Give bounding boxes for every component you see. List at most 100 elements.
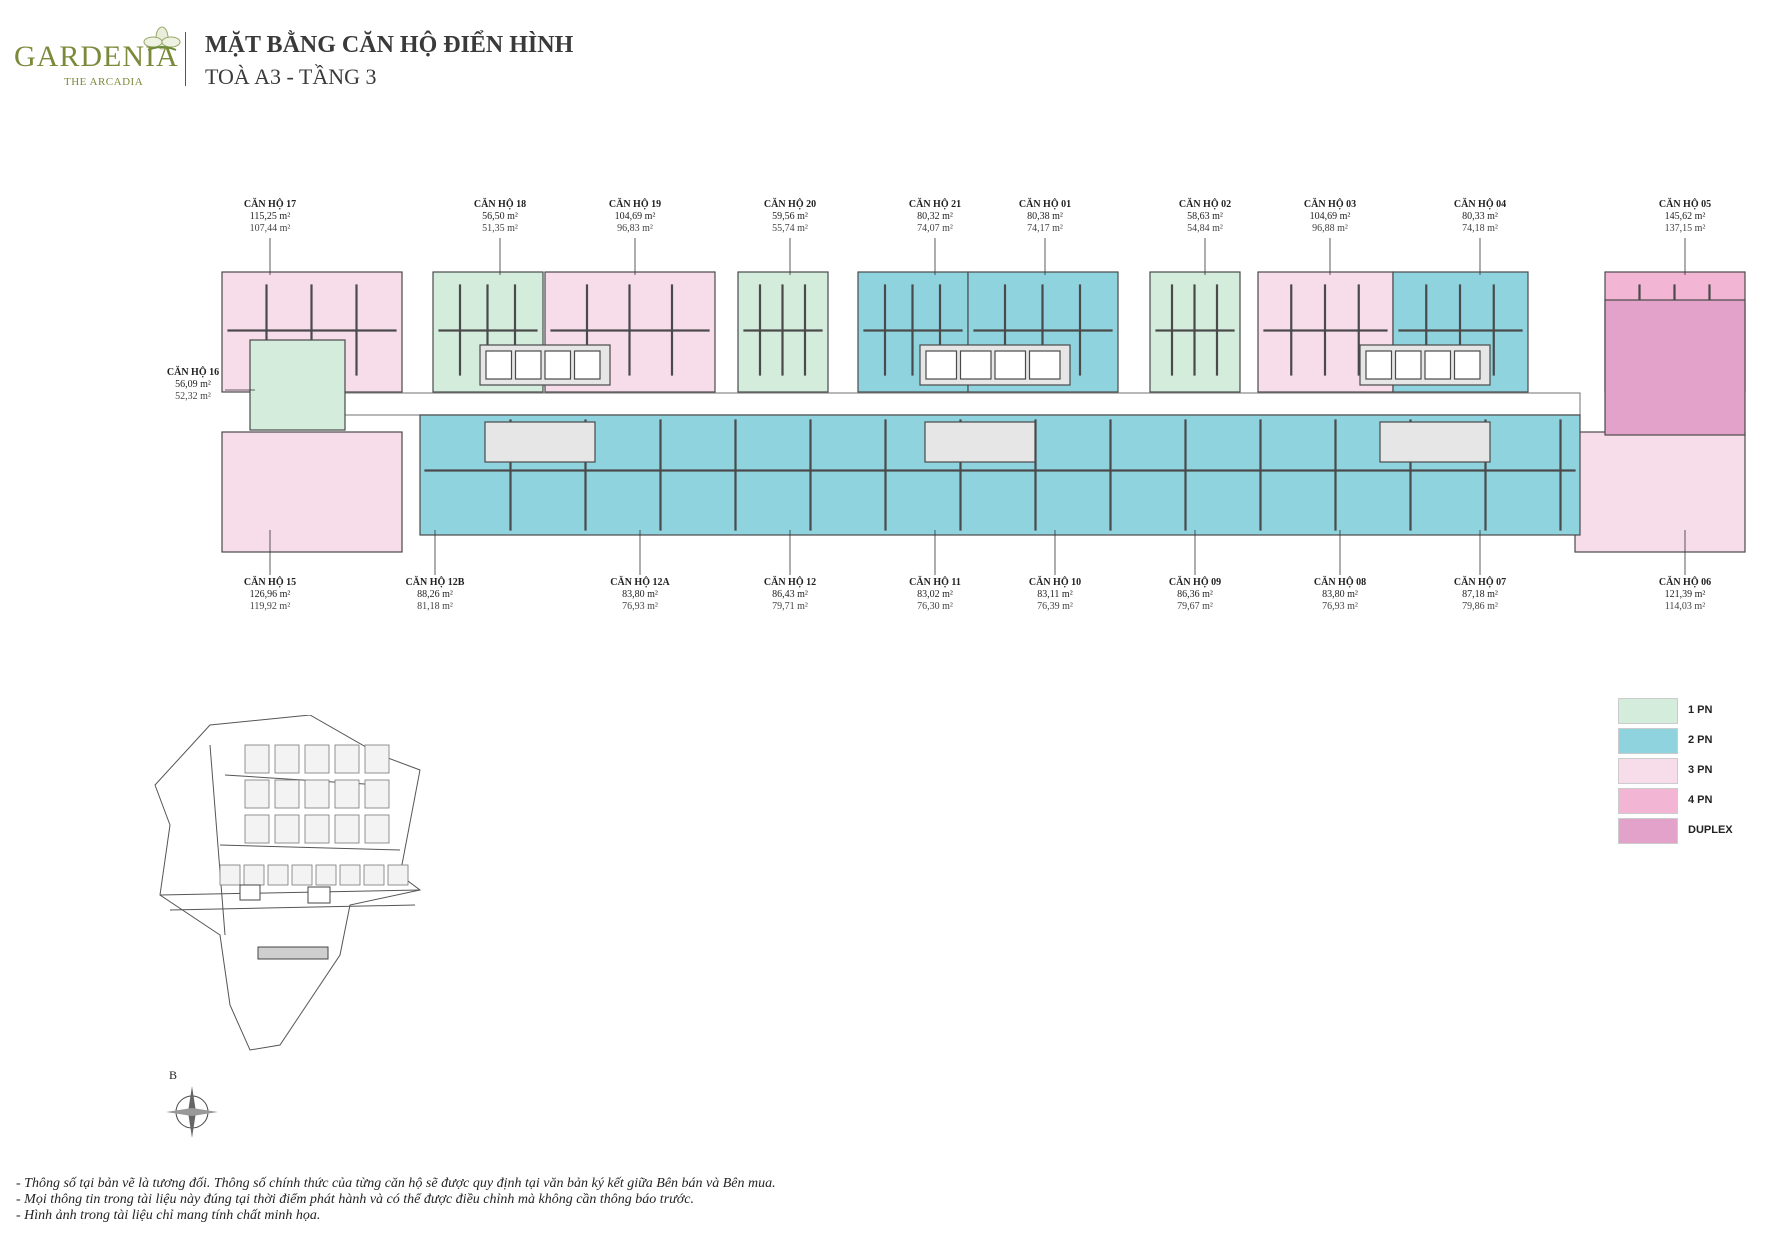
unit-name: CĂN HỘ 08 [1313, 577, 1367, 588]
unit-name: CĂN HỘ 06 [1658, 577, 1712, 588]
lift-shaft [514, 350, 542, 380]
lift-shaft [485, 350, 513, 380]
logo-wordmark: GARDENIA [14, 40, 179, 73]
note-line: - Mọi thông tin trong tài liệu này đúng … [16, 1192, 694, 1207]
room-wall [863, 329, 963, 332]
room-wall [884, 419, 887, 531]
room-wall [1334, 419, 1337, 531]
unit-area-net: 119,92 m² [249, 601, 291, 612]
lift-shaft [959, 350, 992, 380]
unit-name: CĂN HỘ 09 [1168, 577, 1222, 588]
corridor [339, 392, 1581, 416]
legend-label: 4 PN [1688, 794, 1713, 806]
legend-item-duplex: DUPLEX [1618, 818, 1758, 848]
unit-area-gross: 59,56 m² [772, 211, 808, 222]
room-wall [1184, 419, 1187, 531]
unit-area-gross: 56,50 m² [482, 211, 518, 222]
legend-swatch [1618, 788, 1678, 814]
unit-name: CĂN HỘ 12A [610, 577, 670, 588]
building-a3 [257, 946, 329, 960]
unit-area-gross: 80,33 m² [1462, 211, 1498, 222]
note-line: - Hình ảnh trong tài liệu chỉ mang tính … [16, 1208, 321, 1223]
room-wall [1409, 419, 1412, 531]
room-wall [743, 329, 823, 332]
legend-item-4pn: 4 PN [1618, 788, 1758, 818]
unit-name: CĂN HỘ 11 [909, 577, 961, 588]
unit-area-net: 76,93 m² [1322, 601, 1358, 612]
site-minimap [154, 715, 422, 1051]
site-block [304, 744, 330, 774]
lift-shaft [1365, 350, 1393, 380]
unit-name: CĂN HỘ 20 [763, 199, 817, 210]
unit-area-gross: 56,09 m² [175, 379, 211, 390]
unit-area-gross: 115,25 m² [249, 211, 291, 222]
unit-area-net: 76,93 m² [622, 601, 658, 612]
unit-area-gross: 86,36 m² [1177, 589, 1213, 600]
site-block [387, 864, 409, 886]
note-line: - Thông số tại bản vẽ là tương đối. Thôn… [16, 1176, 776, 1191]
site-block [244, 814, 270, 844]
site-block [334, 779, 360, 809]
site-block [304, 779, 330, 809]
unit-area-net: 54,84 m² [1187, 223, 1223, 234]
unit-area-net: 79,86 m² [1462, 601, 1498, 612]
legend-label: DUPLEX [1688, 824, 1733, 836]
main-road [159, 889, 421, 896]
unit-name: CĂN HỘ 18 [473, 199, 527, 210]
unit-block-16 [249, 339, 346, 431]
site-block [267, 864, 289, 886]
site-block [364, 779, 390, 809]
site-block [291, 864, 313, 886]
unit-area-net: 114,03 m² [1664, 601, 1706, 612]
unit-block-bottom [1574, 431, 1746, 553]
unit-area-gross: 126,96 m² [249, 589, 291, 600]
legend-item-1pn: 1 PN [1618, 698, 1758, 728]
legend-label: 1 PN [1688, 704, 1713, 716]
unit-area-net: 52,32 m² [175, 391, 211, 402]
unit-name: CĂN HỘ 10 [1028, 577, 1082, 588]
inner-road [209, 744, 226, 936]
compass-north-label: B [169, 1068, 178, 1082]
site-blocks [219, 744, 409, 886]
unit-name: CĂN HỘ 12 [763, 577, 817, 588]
unit-name: CĂN HỘ 19 [608, 199, 662, 210]
room-wall [973, 329, 1113, 332]
site-block [274, 779, 300, 809]
stair-core [484, 421, 596, 463]
inner-road-3 [219, 844, 401, 851]
room-wall [438, 329, 538, 332]
site-block [334, 744, 360, 774]
unit-area-gross: 83,80 m² [1322, 589, 1358, 600]
stair-core [924, 421, 1036, 463]
flower-logo-icon [143, 26, 181, 51]
unit-area-gross: 83,02 m² [917, 589, 953, 600]
unit-area-net: 107,44 m² [249, 223, 291, 234]
room-wall [550, 329, 710, 332]
unit-name: CĂN HỘ 17 [243, 199, 297, 210]
site-outline [154, 715, 422, 1051]
gardenia-logo: GARDENIA THE ARCADIA [14, 24, 184, 94]
lift-shaft [1453, 350, 1481, 380]
site-block [339, 864, 361, 886]
unit-name: CĂN HỘ 15 [243, 577, 297, 588]
leader-lines [225, 238, 1686, 575]
room-wall [1398, 329, 1523, 332]
compass-icon [166, 1086, 218, 1138]
legend-label: 2 PN [1688, 734, 1713, 746]
